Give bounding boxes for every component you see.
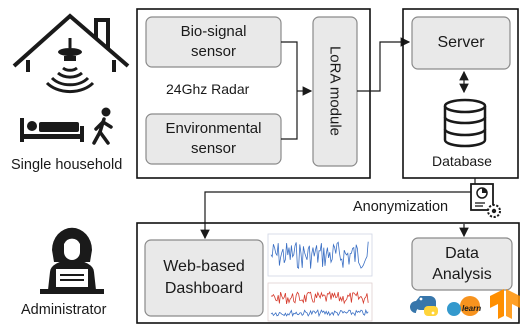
dashboard-blue-baseline-trace xyxy=(270,308,369,318)
backend-frame xyxy=(402,8,519,179)
administrator-icon xyxy=(40,227,104,294)
dashboard-box xyxy=(144,239,264,317)
bed-person-icon xyxy=(20,118,84,142)
scikit-learn-logo-icon: learn xyxy=(447,296,481,316)
database-icon xyxy=(443,98,487,148)
dashboard-line-1: Web-based xyxy=(163,258,245,275)
walking-person-icon xyxy=(92,107,113,145)
signal-waves-icon xyxy=(45,66,95,94)
python-logo-icon xyxy=(410,296,438,316)
sensing-frame xyxy=(136,8,371,179)
anonymization-icon xyxy=(470,183,501,218)
dashboard-blue-trace xyxy=(270,241,369,269)
data-analysis-box xyxy=(411,237,513,291)
environmental-line-1: Environmental xyxy=(165,120,262,137)
bio-signal-line-2: sensor xyxy=(190,43,237,60)
dashboard-label: Web-based Dashboard xyxy=(145,240,263,316)
server-box xyxy=(411,16,511,70)
database-label: Database xyxy=(432,153,492,169)
single-household-label: Single household xyxy=(11,157,123,173)
data-analysis-line-1: Data xyxy=(445,245,479,262)
data-analysis-label: Data Analysis xyxy=(412,238,512,290)
lora-to-server-arrow xyxy=(357,37,411,92)
lora-module-label: LoRA module xyxy=(326,45,344,137)
learn-logo-text: learn xyxy=(462,304,481,313)
radar-label: 24Ghz Radar xyxy=(166,81,250,97)
bio-signal-line-1: Bio-signal xyxy=(180,23,247,40)
data-analysis-line-2: Analysis xyxy=(432,266,492,283)
dashboard-red-trace xyxy=(270,290,369,305)
radar-sensor-icon xyxy=(58,38,82,61)
admin-frame xyxy=(136,222,520,324)
environmental-line-2: sensor xyxy=(190,140,237,157)
dashboard-chart-red xyxy=(267,282,373,322)
administrator-label: Administrator xyxy=(21,302,107,318)
house-icon xyxy=(12,13,130,72)
sensor-to-lora-connectors xyxy=(281,41,313,140)
tensorflow-logo-icon xyxy=(490,289,520,319)
server-label: Server xyxy=(437,34,485,51)
environmental-sensor-label: Environmental sensor xyxy=(146,114,281,164)
bio-signal-sensor-label: Bio-signal sensor xyxy=(146,17,281,67)
dashboard-line-2: Dashboard xyxy=(164,280,244,297)
dashboard-chart-blue xyxy=(267,233,373,277)
anonymization-label: Anonymization xyxy=(353,199,449,215)
